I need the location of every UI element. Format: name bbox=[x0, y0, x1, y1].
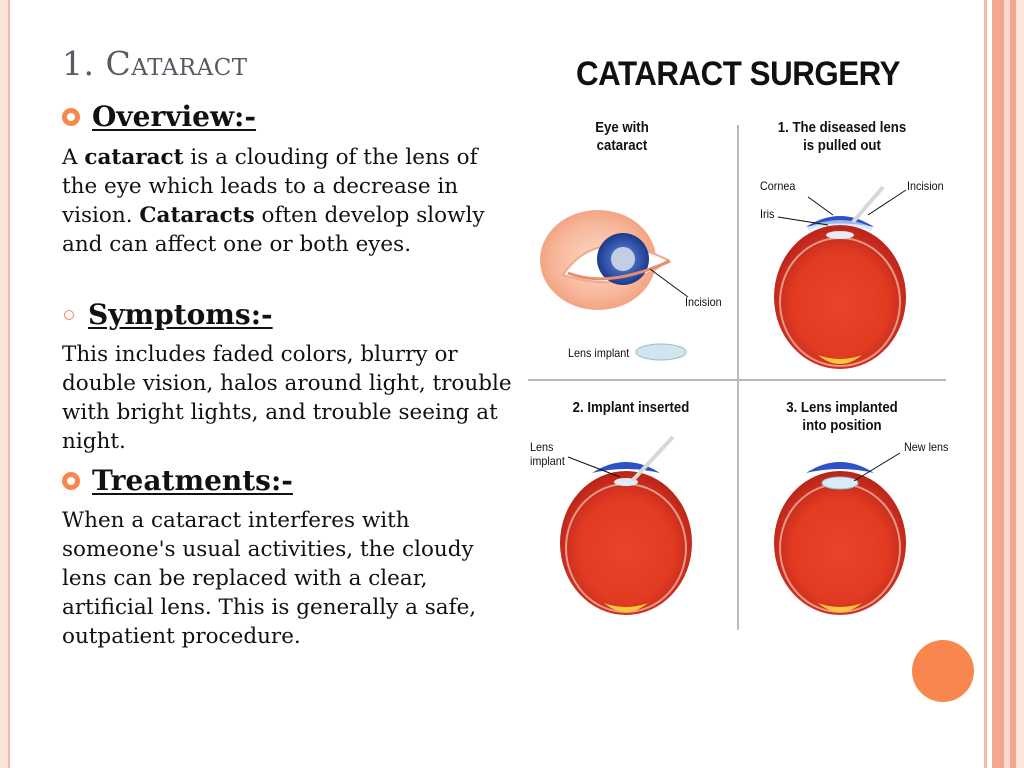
panel3-caption: 2. Implant inserted bbox=[572, 399, 690, 416]
panel2-iris-label: Iris bbox=[760, 207, 775, 221]
panel2-cornea-label: Cornea bbox=[760, 179, 796, 193]
panel1-incision-label: Incision bbox=[685, 295, 722, 309]
treatments-paragraph: When a cataract interferes with someone'… bbox=[62, 506, 517, 651]
bullet-icon bbox=[62, 107, 80, 126]
lens-implanted-drawing bbox=[774, 452, 906, 615]
section-heading-overview: Overview:- bbox=[62, 100, 256, 133]
left-border-decoration bbox=[0, 0, 10, 768]
paragraph-text: often develop slowly and can affect one … bbox=[62, 203, 485, 257]
panel1-caption: Eye with cataract bbox=[595, 119, 649, 154]
overview-paragraph: A cataract is a clouding of the lens of … bbox=[62, 143, 517, 259]
eye-with-cataract-drawing bbox=[540, 210, 689, 361]
cataract-surgery-illustration: CATARACT SURGERY Eye with cataract Incis… bbox=[528, 55, 958, 635]
paragraph-text: This includes faded colors, blurry or do… bbox=[62, 342, 512, 454]
bullet-icon bbox=[64, 309, 74, 320]
illustration-drawing bbox=[528, 125, 946, 630]
right-border-decoration bbox=[980, 0, 1024, 768]
paragraph-text: is a clouding of the lens of the eye whi… bbox=[62, 145, 478, 228]
section-heading-treatments: Treatments:- bbox=[62, 464, 293, 497]
panel4-new-lens-label: New lens bbox=[904, 440, 949, 454]
slide-title: 1. Cataract bbox=[62, 44, 248, 83]
bullet-icon bbox=[62, 471, 80, 490]
symptoms-paragraph: This includes faded colors, blurry or do… bbox=[62, 340, 517, 456]
section-heading-symptoms: Symptoms:- bbox=[62, 298, 273, 331]
decorative-circle bbox=[912, 640, 974, 702]
paragraph-text: When a cataract interferes with someone'… bbox=[62, 508, 477, 649]
diseased-lens-removed-drawing bbox=[774, 185, 907, 369]
panel3-lens-implant-label: Lens implant bbox=[530, 440, 565, 468]
paragraph-text: A bbox=[62, 145, 85, 170]
panel2-incision-label: Incision bbox=[907, 179, 944, 193]
panel4-caption: 3. Lens implanted into position bbox=[786, 399, 898, 434]
implant-inserted-drawing bbox=[560, 435, 692, 615]
bold-term: cataract bbox=[84, 145, 184, 170]
panel1-lens-implant-label: Lens implant bbox=[568, 346, 630, 360]
bold-term: Cataracts bbox=[139, 203, 255, 228]
panel2-caption: 1. The diseased lens is pulled out bbox=[777, 119, 907, 154]
figure-title: CATARACT SURGERY bbox=[576, 55, 900, 93]
